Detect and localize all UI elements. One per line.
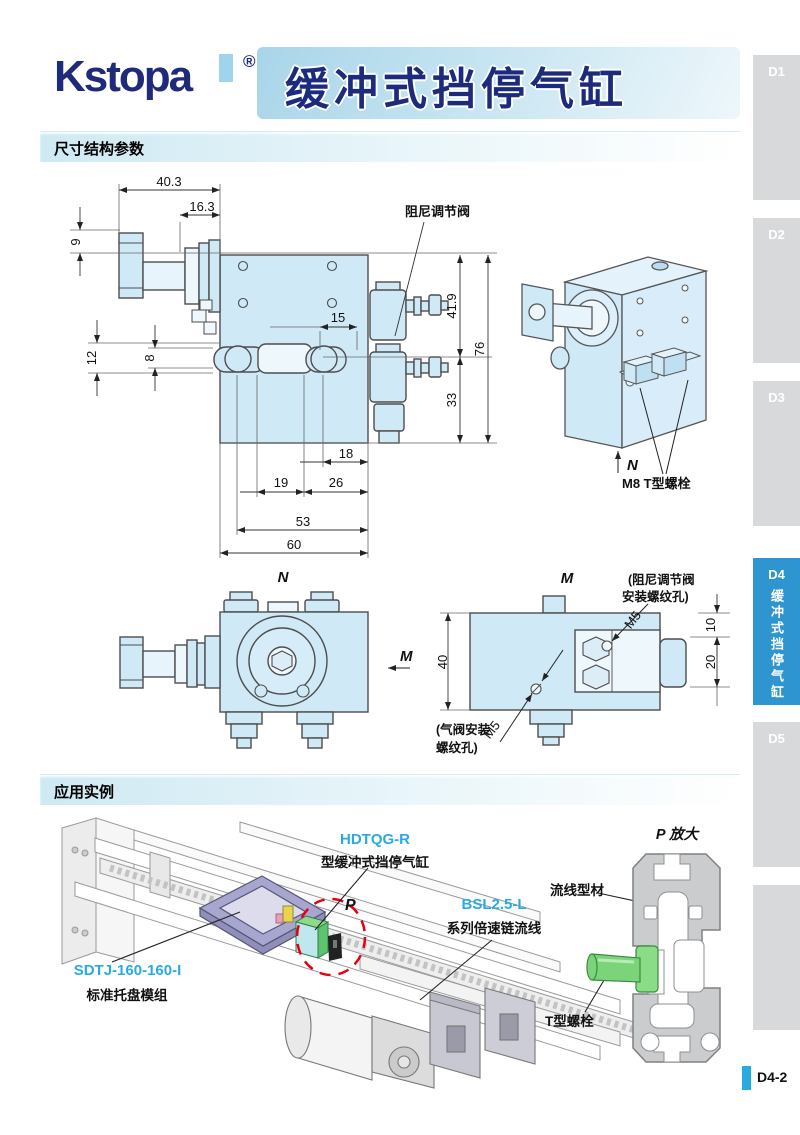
section-header-dimensions: 尺寸结构参数 (40, 131, 740, 162)
sidebar-tab-d4-active[interactable]: D4 缓冲式挡停气缸 (753, 558, 800, 705)
sidebar-tab-d3[interactable]: D3 (753, 381, 800, 526)
title-banner (257, 47, 740, 119)
section-title: 应用实例 (54, 784, 115, 801)
n-view-drawing: N M (119, 569, 413, 749)
dim-9: 9 (68, 238, 83, 245)
label-tbolt: T型螺栓 (545, 1014, 594, 1029)
valve-label: 阻尼调节阀 (405, 204, 470, 219)
damper-hole-note-line2: 安装螺纹孔) (622, 589, 689, 604)
tab-label: D4 (768, 567, 785, 582)
label-bsl-code: BSL2.5-L (461, 896, 527, 913)
dim-16-3: 16.3 (189, 199, 214, 214)
label-sdtj-desc: 标准托盘模组 (86, 988, 168, 1003)
dim-40-3: 40.3 (156, 174, 181, 189)
n-view-label: N (278, 569, 290, 586)
dim-8: 8 (142, 354, 157, 361)
damper-hole-note-line1: (阻尼调节阀 (628, 572, 695, 587)
dim-40: 40 (435, 655, 450, 669)
application-illustration (61, 817, 721, 1089)
isometric-view-drawing: N M8 T型螺栓 (521, 256, 709, 491)
dim-41-9: 41.9 (444, 293, 459, 318)
iso-bolt-label: M8 T型螺栓 (622, 476, 691, 491)
sidebar-tab-d5[interactable]: D5 (753, 722, 800, 867)
dim-15: 15 (331, 310, 345, 325)
iso-n-arrow-label: N (627, 457, 639, 474)
page-title: 缓冲式挡停气缸 (285, 65, 628, 114)
section-header-application: 应用实例 (40, 774, 740, 805)
dim-33: 33 (444, 393, 459, 407)
dim-18: 18 (339, 446, 353, 461)
dim-76: 76 (472, 342, 487, 356)
dim-26: 26 (329, 475, 343, 490)
tab-label: D2 (768, 227, 785, 242)
tab-vertical-title: 缓冲式挡停气缸 (769, 589, 784, 701)
sidebar-tab-blank[interactable] (753, 885, 800, 1030)
m-view-label: M (561, 570, 574, 587)
airvalve-hole-note-line2: 螺纹孔) (436, 740, 478, 755)
dim-10: 10 (703, 618, 718, 632)
page-number: D4-2 (757, 1069, 788, 1085)
tab-label: D3 (768, 390, 785, 405)
logo-accent-mark (219, 54, 233, 82)
label-hdtqg-desc: 型缓冲式挡停气缸 (321, 855, 429, 870)
n-view-m-arrow-label: M (400, 648, 413, 665)
registered-trademark-icon: ® (243, 52, 256, 71)
dim-19: 19 (274, 475, 288, 490)
tab-label: D1 (768, 64, 785, 79)
brand-logo: Kstopa (54, 52, 193, 101)
label-p-mark: P (345, 897, 356, 914)
dim-60: 60 (287, 537, 301, 552)
label-sdtj-code: SDTJ-160-160-I (73, 962, 182, 979)
m-view-drawing: M 40 10 20 M5 M5 (阻尼调节阀 安装螺纹孔) (气阀安装 螺纹孔… (435, 570, 730, 755)
section-title: 尺寸结构参数 (54, 141, 145, 158)
label-profile: 流线型材 (550, 883, 604, 898)
airvalve-hole-note-line1: (气阀安装 (436, 722, 491, 737)
page-number-bar (742, 1066, 751, 1090)
dim-20: 20 (703, 655, 718, 669)
label-hdtqg-code: HDTQG-R (340, 831, 410, 848)
dim-12: 12 (84, 351, 99, 365)
label-p-detail-title: P 放大 (655, 827, 699, 843)
dim-53: 53 (296, 514, 310, 529)
label-bsl-desc: 系列倍速链流线 (446, 921, 542, 936)
sidebar-tab-d1[interactable]: D1 (753, 55, 800, 200)
front-view-drawing: 40.3 16.3 9 15 12 8 41.9 33 76 18 19 26 … (68, 174, 497, 558)
sidebar-tab-d2[interactable]: D2 (753, 218, 800, 363)
tab-label: D5 (768, 731, 785, 746)
